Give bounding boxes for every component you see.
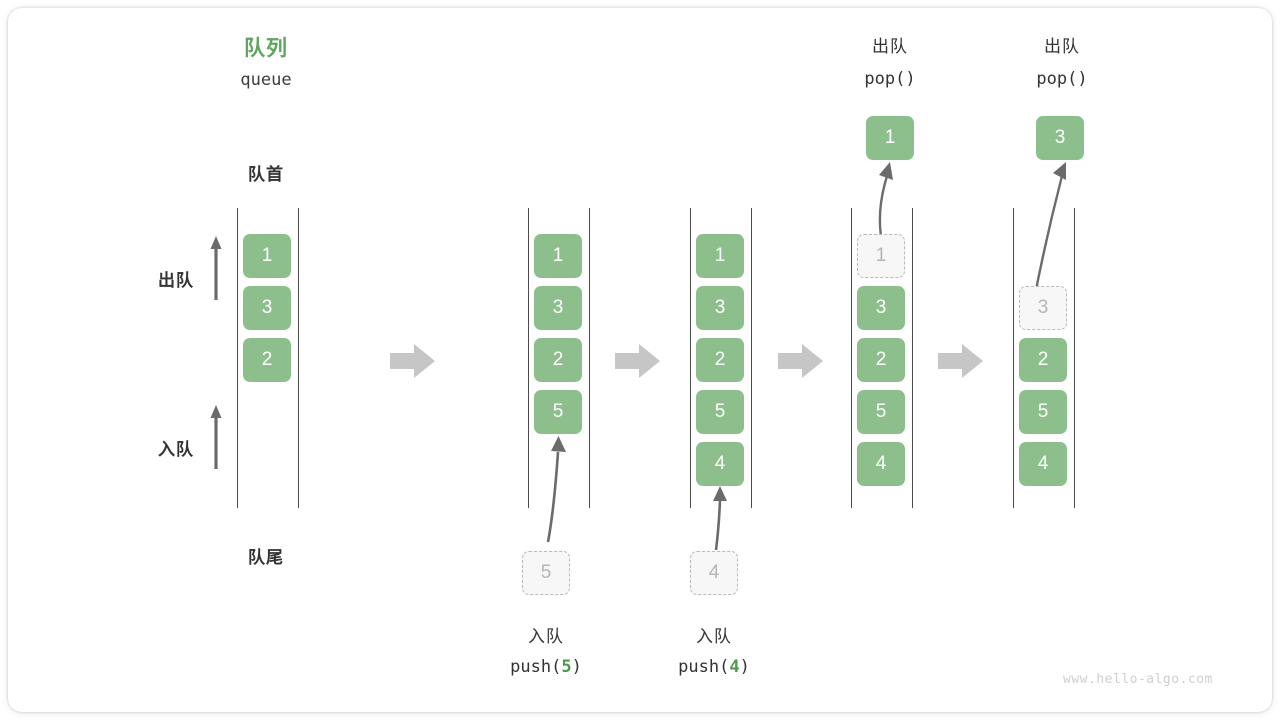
rail-left	[1013, 208, 1015, 508]
queue-cell: 3	[857, 286, 905, 330]
up-arrow-icon	[206, 234, 226, 305]
queue-tail-label: 队尾	[248, 548, 284, 567]
figure-title-cn: 队列	[244, 37, 288, 60]
up-arrow-icon	[206, 403, 226, 474]
push-code-suffix: )	[739, 657, 750, 677]
enqueue-side-label: 入队	[158, 440, 194, 459]
queue-cell: 3	[534, 286, 582, 330]
separator-3-right-arrow-icon	[778, 343, 823, 378]
queue-cell: 4	[1019, 442, 1067, 486]
popped-element: 3	[1036, 116, 1084, 160]
incoming-element-ghost: 5	[522, 551, 570, 595]
push-code-prefix: push(	[510, 657, 562, 677]
rail-left	[851, 208, 853, 508]
separator-2-right-arrow-icon	[615, 343, 660, 378]
queue-cell: 3	[243, 286, 291, 330]
pop-code-label: pop()	[982, 69, 1142, 89]
incoming-element-ghost: 4	[690, 551, 738, 595]
queue-head-label: 队首	[248, 165, 284, 184]
queue-cell-new: 4	[696, 442, 744, 486]
rail-left	[237, 208, 239, 508]
pop-label-cn: 出队	[872, 37, 908, 56]
separator-4-right-arrow-icon	[938, 343, 983, 378]
push-code-value: 4	[729, 657, 740, 677]
queue-cell: 2	[243, 338, 291, 382]
pop-label-cn: 出队	[1044, 37, 1080, 56]
rail-right	[589, 208, 591, 508]
rail-right	[751, 208, 753, 508]
queue-cell: 3	[696, 286, 744, 330]
queue-cell-removed: 3	[1019, 286, 1067, 330]
dequeue-side-label: 出队	[158, 271, 194, 290]
pop-code-prefix: pop(	[1036, 69, 1078, 89]
push-label-cn: 入队	[528, 627, 564, 646]
queue-cell: 2	[857, 338, 905, 382]
rail-right	[298, 208, 300, 508]
rail-left	[690, 208, 692, 508]
push-label-cn: 入队	[696, 627, 732, 646]
push-arrow-icon	[546, 436, 566, 543]
queue-cell: 1	[534, 234, 582, 278]
queue-cell-removed: 1	[857, 234, 905, 278]
queue-cell: 4	[857, 442, 905, 486]
push-code-value: 5	[561, 657, 572, 677]
push-code-label: push(4)	[634, 657, 794, 677]
queue-cell-new: 5	[534, 390, 582, 434]
watermark: www.hello-algo.com	[1063, 672, 1213, 687]
figure-title-en: queue	[240, 70, 292, 90]
pop-code-suffix: )	[905, 69, 916, 89]
separator-1-right-arrow-icon	[390, 343, 435, 378]
rail-left	[528, 208, 530, 508]
push-code-suffix: )	[571, 657, 582, 677]
rail-right	[1074, 208, 1076, 508]
queue-cell: 1	[696, 234, 744, 278]
queue-cell: 5	[857, 390, 905, 434]
queue-cell: 2	[534, 338, 582, 382]
queue-cell: 5	[1019, 390, 1067, 434]
rail-right	[912, 208, 914, 508]
queue-cell: 2	[1019, 338, 1067, 382]
queue-cell: 5	[696, 390, 744, 434]
pop-code-prefix: pop(	[864, 69, 906, 89]
pop-code-label: pop()	[810, 69, 970, 89]
push-arrow-icon	[713, 486, 727, 551]
queue-cell: 1	[243, 234, 291, 278]
push-code-label: push(5)	[466, 657, 626, 677]
push-code-prefix: push(	[678, 657, 730, 677]
queue-cell: 2	[696, 338, 744, 382]
popped-element: 1	[866, 116, 914, 160]
pop-code-suffix: )	[1077, 69, 1088, 89]
